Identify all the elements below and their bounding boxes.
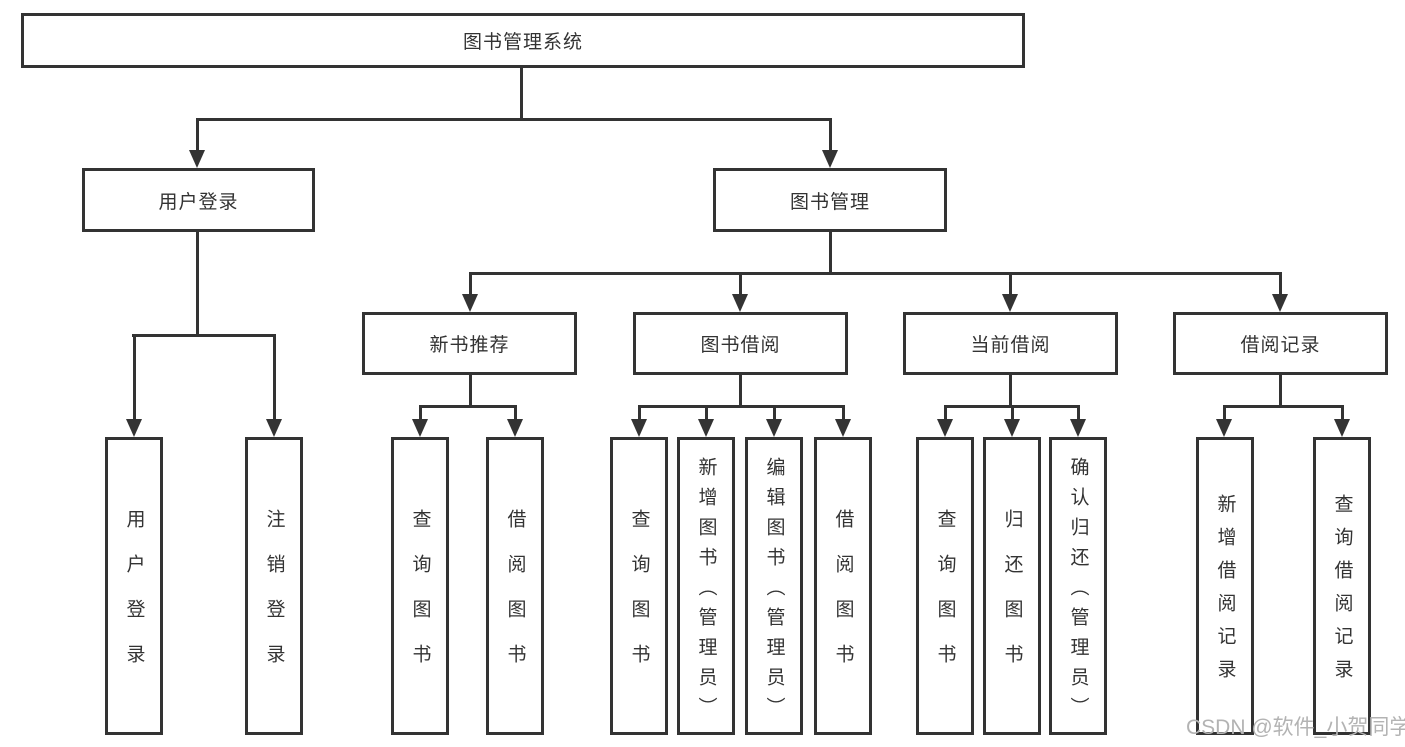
connector-line [842,405,845,421]
connector-line [469,375,472,405]
leaf-return-books: 归还图书 [983,437,1041,735]
connector-line [196,118,832,121]
connector-line [829,232,832,272]
node-book-borrowing: 图书借阅 [633,312,848,375]
connector-line [638,405,641,421]
connector-line [133,334,136,420]
connector-line [469,272,472,296]
arrowhead [937,419,953,437]
arrowhead [732,294,748,312]
connector-line [196,232,199,334]
arrowhead [766,419,782,437]
leaf-query-borrow-record: 查询借阅记录 [1313,437,1371,735]
connector-line [1223,405,1344,408]
connector-line [1011,405,1014,421]
arrowhead [189,150,205,168]
connector-line [520,68,523,118]
leaf-return-books-label: 归还图书 [1001,509,1023,689]
leaf-confirm-return-admin-label: 确认归还（管理员） [1067,456,1089,727]
leaf-query-borrow-record-label: 查询借阅记录 [1331,494,1353,692]
connector-line [1279,272,1282,296]
connector-line [1341,405,1344,421]
leaf-query-books-current: 查询图书 [916,437,974,735]
leaf-borrow-books: 借阅图书 [814,437,872,735]
connector-line [419,405,517,408]
connector-line [739,375,742,405]
leaf-confirm-return-admin: 确认归还（管理员） [1049,437,1107,735]
arrowhead [126,419,142,437]
leaf-add-books-admin: 新增图书（管理员） [677,437,735,735]
connector-line [273,334,276,420]
connector-line [1009,272,1012,296]
leaf-query-books-borrowing-label: 查询图书 [628,509,650,689]
leaf-edit-books-admin-label: 编辑图书（管理员） [763,456,785,727]
leaf-borrow-books-recommend: 借阅图书 [486,437,544,735]
leaf-user-login: 用户登录 [105,437,163,735]
connector-line [419,405,422,421]
connector-line [196,118,199,152]
connector-line [132,334,276,337]
leaf-query-books-recommend: 查询图书 [391,437,449,735]
leaf-borrow-books-label: 借阅图书 [832,509,854,689]
arrowhead [507,419,523,437]
arrowhead [412,419,428,437]
leaf-add-books-admin-label: 新增图书（管理员） [695,456,717,727]
connector-line [1223,405,1226,421]
connector-line [469,272,1282,275]
arrowhead [462,294,478,312]
leaf-borrow-books-recommend-label: 借阅图书 [504,509,526,689]
arrowhead [698,419,714,437]
connector-line [944,405,947,421]
arrowhead [266,419,282,437]
leaf-add-borrow-record-label: 新增借阅记录 [1214,494,1236,692]
leaf-query-books-recommend-label: 查询图书 [409,509,431,689]
leaf-user-login-label: 用户登录 [123,509,145,689]
arrowhead [1272,294,1288,312]
connector-line [514,405,517,421]
leaf-logout-label: 注销登录 [263,509,285,689]
arrowhead [835,419,851,437]
node-current-borrowing: 当前借阅 [903,312,1118,375]
node-borrowing-records: 借阅记录 [1173,312,1388,375]
connector-line [739,272,742,296]
node-new-book-recommendation: 新书推荐 [362,312,577,375]
leaf-query-books-borrowing: 查询图书 [610,437,668,735]
leaf-query-books-current-label: 查询图书 [934,509,956,689]
connector-line [829,118,832,152]
connector-line [773,405,776,421]
leaf-edit-books-admin: 编辑图书（管理员） [745,437,803,735]
leaf-logout: 注销登录 [245,437,303,735]
connector-line [638,405,845,408]
arrowhead [1004,419,1020,437]
node-root: 图书管理系统 [21,13,1025,68]
connector-line [1009,375,1012,405]
arrowhead [1334,419,1350,437]
node-book-management: 图书管理 [713,168,947,232]
arrowhead [1070,419,1086,437]
node-user-login: 用户登录 [82,168,315,232]
connector-line [1077,405,1080,421]
arrowhead [822,150,838,168]
connector-line [1279,374,1282,405]
arrowhead [631,419,647,437]
watermark: CSDN @软件_小贺同学 [1186,716,1405,739]
leaf-add-borrow-record: 新增借阅记录 [1196,437,1254,735]
arrowhead [1216,419,1232,437]
arrowhead [1002,294,1018,312]
connector-line [705,405,708,421]
